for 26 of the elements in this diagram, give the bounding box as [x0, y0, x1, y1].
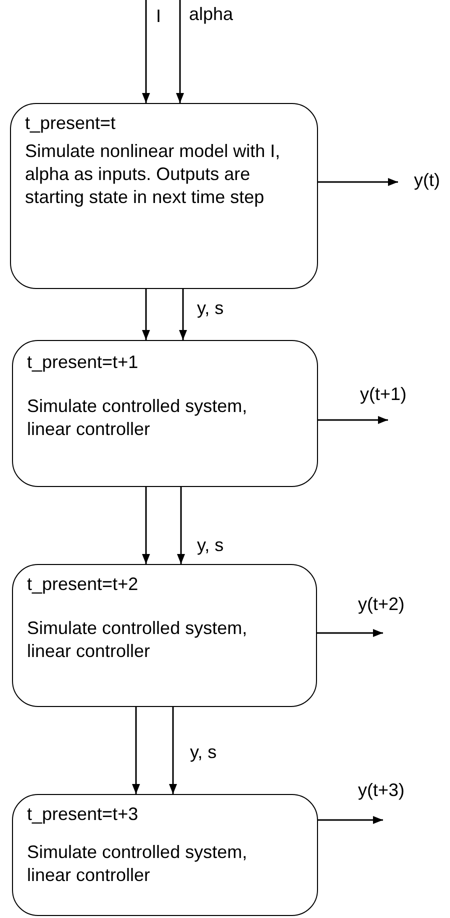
arrow [142, 487, 150, 564]
step-description: Simulate controlled system, linear controller [27, 617, 248, 663]
step-description: Simulate controlled system, linear controller [27, 395, 248, 441]
arrow [132, 707, 140, 794]
process-box [12, 340, 318, 487]
process-box [12, 794, 318, 916]
step-description: Simulate nonlinear model with I, alpha as inputs. Outputs are starting state in next time step [25, 140, 282, 209]
step-heading: t_present=t+1 [27, 351, 140, 373]
process-box [12, 564, 317, 707]
arrow [176, 0, 184, 103]
arrow [318, 416, 388, 424]
arrow [169, 707, 177, 794]
process-box [10, 103, 318, 289]
step-description: Simulate controlled system, linear controller [27, 841, 248, 887]
arrow [142, 289, 150, 340]
arrow [142, 0, 150, 103]
step-heading: t_present=t+3 [27, 803, 140, 825]
edge-label: alpha [187, 4, 236, 24]
arrow [318, 178, 398, 186]
arrow [179, 289, 187, 340]
step-heading: t_present=t+2 [27, 573, 140, 595]
arrow [318, 816, 383, 824]
arrow [317, 629, 383, 637]
step-heading: t_present=t [25, 112, 117, 134]
arrow [177, 487, 185, 564]
edge-label: y(t) [412, 170, 442, 190]
